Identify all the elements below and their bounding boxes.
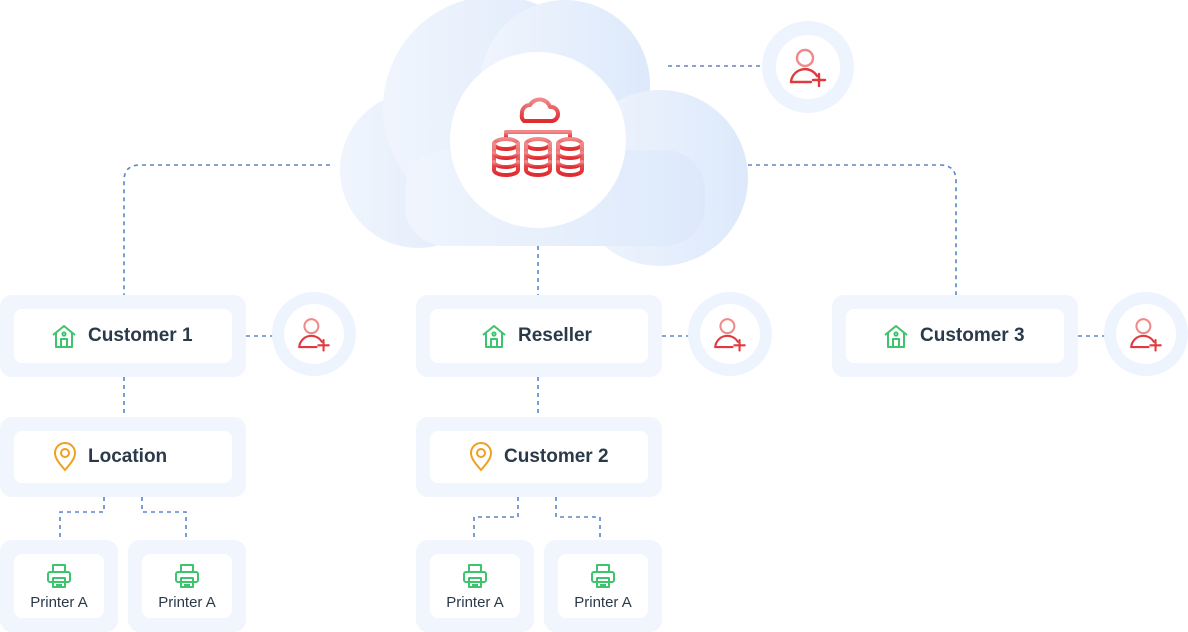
connector-location-printer1	[59, 497, 105, 540]
node-customer1[interactable]: Customer 1	[0, 295, 246, 377]
customer3-user-badge[interactable]	[1104, 292, 1188, 376]
node-printer[interactable]: Printer A	[128, 540, 246, 632]
house-icon	[50, 322, 78, 350]
user-plus-icon	[714, 318, 746, 352]
node-customer3[interactable]: Customer 3	[832, 295, 1078, 377]
printer-label: Printer A	[574, 593, 632, 611]
top-user-badge[interactable]	[762, 21, 854, 113]
printer-icon	[173, 562, 201, 590]
printer-label: Printer A	[158, 593, 216, 611]
printer-label: Printer A	[446, 593, 504, 611]
connector-location-printer2	[141, 497, 187, 540]
user-plus-icon	[298, 318, 330, 352]
connector-cloud-customer1	[123, 164, 330, 295]
node-location[interactable]: Location	[0, 417, 246, 497]
node-printer[interactable]: Printer A	[544, 540, 662, 632]
map-pin-icon	[468, 442, 494, 472]
node-label: Customer 2	[504, 446, 609, 467]
node-label: Reseller	[518, 325, 592, 346]
reseller-user-badge[interactable]	[688, 292, 772, 376]
user-plus-icon	[789, 48, 827, 88]
connector-cloud-customer3	[748, 164, 957, 295]
node-label: Location	[88, 446, 168, 467]
user-plus-icon	[1130, 318, 1162, 352]
node-printer[interactable]: Printer A	[0, 540, 118, 632]
node-label: Customer 3	[920, 325, 1025, 346]
house-icon	[882, 322, 910, 350]
printer-icon	[461, 562, 489, 590]
cloud-database-icon	[492, 97, 584, 177]
node-label: Customer 1	[88, 325, 193, 346]
printer-icon	[589, 562, 617, 590]
connector-customer2-printer3	[473, 497, 519, 540]
node-reseller[interactable]: Reseller	[416, 295, 662, 377]
node-printer[interactable]: Printer A	[416, 540, 534, 632]
cloud-hub	[450, 52, 626, 228]
node-customer2[interactable]: Customer 2	[416, 417, 662, 497]
house-icon	[480, 322, 508, 350]
printer-label: Printer A	[30, 593, 88, 611]
customer1-user-badge[interactable]	[272, 292, 356, 376]
printer-icon	[45, 562, 73, 590]
connector-customer2-printer4	[555, 497, 601, 540]
map-pin-icon	[52, 442, 78, 472]
